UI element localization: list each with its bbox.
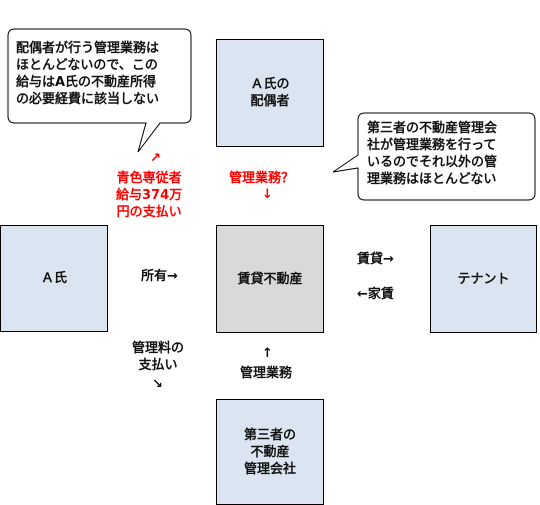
left-callout-text: 配偶者が行う管理業務は ほとんどないので、この 給与はA氏の不動産所得 の必要経… [16, 41, 160, 107]
a-shi-box: Ａ氏 [0, 225, 108, 332]
spouse-box: Ａ氏の 配偶者 [216, 39, 324, 147]
management-work-label: 管理業務 [240, 366, 293, 381]
lease-label: 賃貸→ [357, 252, 394, 267]
management-question-label: 管理業務？ [229, 171, 295, 186]
salary-label: 青色専従者 給与374万 円の支払い [116, 171, 183, 220]
right-callout-bubble [332, 112, 536, 201]
left-callout-bubble [7, 28, 192, 153]
right-callout-text: 第三者の不動産管理会 社が管理業務を行って いるのでそれ以外の管 理業務はほとん… [367, 121, 498, 187]
down-arrow-icon: ↓ [262, 187, 273, 202]
salary-arrow-icon: ↗ [150, 151, 161, 166]
management-company-box: 第三者の 不動産 管理会社 [216, 399, 324, 505]
tenant-box: テナント [430, 225, 537, 333]
ownership-label: 所有→ [141, 269, 178, 284]
rent-payment-label: ←家賃 [357, 287, 394, 302]
up-arrow-icon: ↑ [262, 346, 273, 361]
management-fee-label: 管理料の 支払い [132, 341, 185, 373]
rental-property-box: 賃貸不動産 [216, 225, 324, 333]
fee-arrow-icon: ↘ [152, 377, 163, 392]
